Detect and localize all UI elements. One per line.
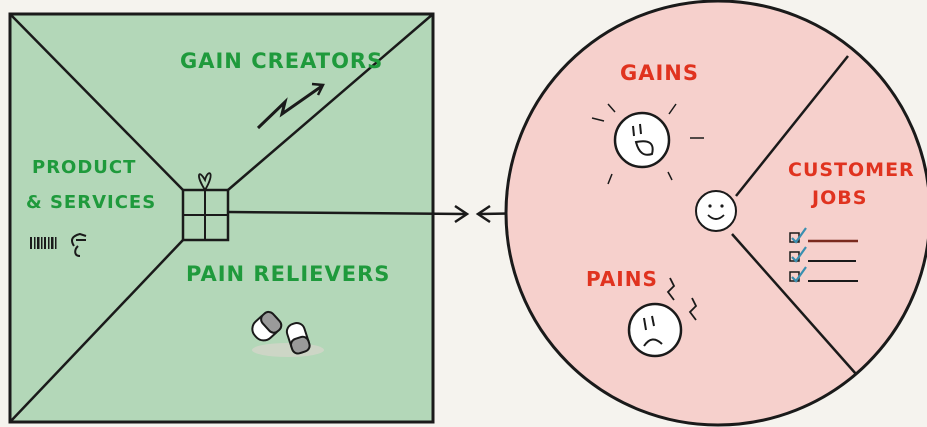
divider-top [735,55,849,197]
product-label-line1: PRODUCT [32,157,136,178]
gains-label: GAINS [620,61,699,85]
happy-face-icon [591,103,704,185]
tag-icon [71,232,87,257]
pills-icon [251,310,324,357]
diagonal-top-left [9,13,184,191]
sad-face-icon [627,277,698,358]
gift-icon [181,172,230,242]
customer-jobs-line2: JOBS [810,187,867,209]
diagonal-bottom-left [9,239,184,423]
pain-relievers-label: PAIN RELIEVERS [186,262,390,286]
product-label-line2: & SERVICES [26,192,156,213]
divider-bottom [731,233,857,375]
rising-arrow-icon [256,82,325,130]
customer-jobs-line1: CUSTOMER [788,159,915,181]
customer-profile: GAINS CUSTOMER JOBS PAINS [504,0,927,427]
barcode-icon [30,237,57,249]
checklist-icon [789,227,858,283]
value-map: GAIN CREATORS PRODUCT & SERVICES PAIN RE… [8,12,696,424]
gain-creators-label: GAIN CREATORS [180,49,383,73]
smiley-icon [695,190,737,232]
pains-label: PAINS [586,267,658,291]
diagonal-top-right [227,13,434,191]
